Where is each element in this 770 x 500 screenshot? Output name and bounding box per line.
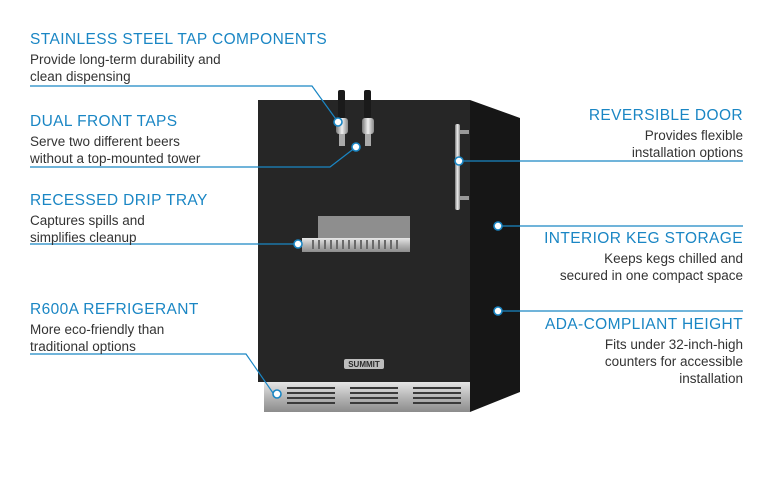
callout-door: REVERSIBLE DOOR Provides flexible instal…	[589, 107, 743, 161]
callout-desc-line: without a top-mounted tower	[30, 151, 201, 166]
callout-desc-line: secured in one compact space	[559, 268, 743, 283]
leader-stainless	[30, 85, 339, 123]
marker-stainless	[333, 117, 343, 127]
callout-desc-line: clean dispensing	[30, 69, 131, 84]
marker-keg	[493, 221, 503, 231]
callout-desc-line: Provides flexible	[644, 128, 743, 143]
callout-keg: INTERIOR KEG STORAGE Keeps kegs chilled …	[544, 230, 743, 284]
leader-refrigerant	[30, 353, 274, 394]
callout-desc-line: Serve two different beers	[30, 134, 180, 149]
callout-desc-line: counters for accessible	[604, 354, 743, 369]
callout-stainless: STAINLESS STEEL TAP COMPONENTS Provide l…	[30, 31, 327, 85]
leader-lines	[30, 85, 743, 394]
callout-desc-line: traditional options	[30, 339, 136, 354]
unit-side-panel	[470, 100, 520, 412]
callout-desc-line: installation options	[631, 145, 743, 160]
callout-title: STAINLESS STEEL TAP COMPONENTS	[30, 31, 328, 48]
callout-drip-tray: RECESSED DRIP TRAY Captures spills and s…	[30, 192, 208, 246]
callout-desc-line: installation	[679, 371, 743, 386]
brand-badge: SUMMIT	[348, 360, 380, 369]
callout-title: DUAL FRONT TAPS	[30, 113, 178, 130]
callout-title: R600A REFRIGERANT	[30, 301, 199, 318]
callout-dual-taps: DUAL FRONT TAPS Serve two different beer…	[30, 113, 200, 167]
marker-drip-tray	[293, 239, 303, 249]
marker-door	[454, 156, 464, 166]
callout-desc-line: More eco-friendly than	[30, 322, 165, 337]
callout-ada: ADA-COMPLIANT HEIGHT Fits under 32-inch-…	[545, 316, 743, 387]
callout-title: ADA-COMPLIANT HEIGHT	[544, 316, 743, 333]
marker-refrigerant	[272, 389, 282, 399]
drip-tray	[302, 216, 410, 252]
callout-desc-line: Keeps kegs chilled and	[604, 251, 743, 266]
callout-title: INTERIOR KEG STORAGE	[544, 230, 743, 247]
beer-tap-right	[362, 90, 374, 146]
callout-refrigerant: R600A REFRIGERANT More eco-friendly than…	[30, 301, 199, 355]
marker-dual-taps	[351, 142, 361, 152]
callout-title: RECESSED DRIP TRAY	[30, 192, 208, 209]
callout-desc-line: simplifies cleanup	[30, 230, 137, 245]
leader-dual-taps	[30, 146, 357, 168]
callout-title: REVERSIBLE DOOR	[588, 107, 743, 124]
brand-badge-plate	[344, 359, 384, 369]
door-handle	[455, 124, 469, 210]
marker-ada	[493, 306, 503, 316]
callout-desc-line: Captures spills and	[30, 213, 145, 228]
callout-desc-line: Provide long-term durability and	[30, 52, 221, 67]
callout-desc-line: Fits under 32-inch-high	[604, 337, 743, 352]
base-vents	[287, 387, 461, 404]
